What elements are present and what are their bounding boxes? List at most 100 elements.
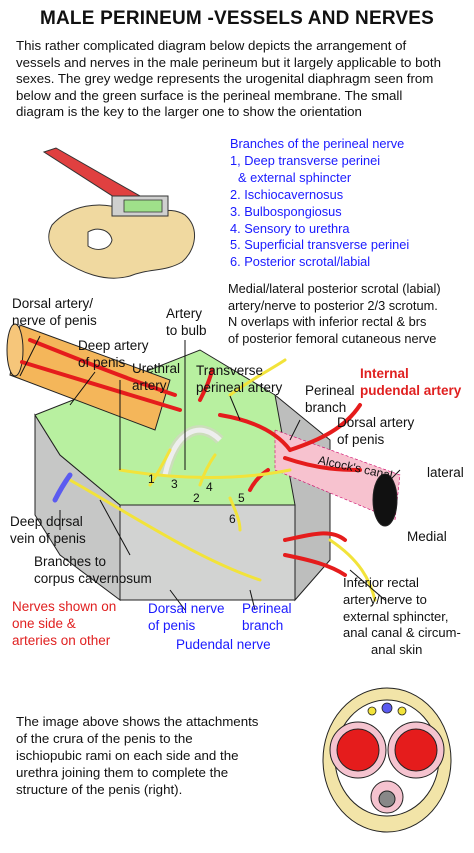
label-line: corpus cavernosum (34, 571, 152, 586)
penis-end (6, 323, 24, 377)
branch-list-heading: Branches of the perineal nerve (230, 136, 405, 151)
intro-line: This rather complicated diagram below de… (16, 38, 407, 53)
anal-canal (372, 473, 398, 527)
label-line: Artery (166, 306, 203, 321)
perineal-branch-bottom-label: Perineal branch (242, 600, 292, 634)
label-line: of penis (337, 432, 385, 447)
label-line: perineal artery (196, 380, 283, 395)
nerves-shown-label: Nerves shown on one side & arteries on o… (12, 598, 116, 649)
internal-pudendal-artery-label: Internal pudendal artery (360, 365, 461, 399)
pudendal-nerve-label: Pudendal nerve (176, 637, 271, 652)
urethra-lumen (162, 427, 222, 476)
spongiosum-lumen (378, 790, 396, 808)
label-line: anal skin (371, 642, 423, 658)
label-line: to bulb (166, 323, 207, 338)
bottom-line: of the crura of the penis to the (16, 731, 193, 746)
label-line: Dorsal artery/ (12, 296, 94, 311)
label-line: anal canal & circum- (343, 625, 461, 641)
number-label: 4 (206, 480, 213, 494)
label-line: artery/nerve to (343, 591, 427, 607)
deep-artery-line (20, 360, 182, 412)
label-line: vein of penis (10, 531, 86, 546)
label-line: Deep artery (78, 338, 149, 353)
urethral-artery-label: Urethral artery (132, 360, 180, 394)
red-small-2 (198, 368, 214, 402)
dorsal-nerve-label: Dorsal nerve of penis (148, 600, 225, 634)
deep-dorsal-vein-label: Deep dorsal vein of penis (10, 513, 86, 547)
number-label: 2 (193, 491, 200, 505)
deep-artery-label: Deep artery of penis (78, 337, 149, 371)
inferior-rectal-label: Inferior rectal artery/nerve to external… (343, 575, 461, 659)
label-line: external sphincter, (343, 608, 449, 624)
branch-item: 4. Sensory to urethra (230, 220, 350, 236)
pudendal-nerve-line (228, 358, 287, 397)
nerves (68, 358, 377, 602)
internal-pudendal-line (288, 403, 362, 452)
intro-line: below and the green surface is the perin… (16, 87, 403, 103)
arteries (20, 338, 362, 577)
pointer (69, 371, 96, 406)
main-trunk (218, 413, 292, 452)
bottom-line: structure of the penis (right). (16, 782, 183, 797)
branch-item: 2. Ischiocavernosus (230, 186, 344, 202)
intro-line: vessels and nerves in the male perineum … (16, 54, 442, 70)
branch-item: 6. Posterior scrotal/labial (230, 254, 371, 270)
bottom-line: The image above shows the attachments (16, 714, 259, 729)
dorsal-artery-line (28, 338, 177, 397)
label-line: Perineal (242, 601, 292, 616)
label-line: Urethral (132, 361, 181, 376)
number-label: 6 (229, 512, 236, 526)
label-line: pudendal artery (360, 383, 462, 398)
intro-line: sexes. The grey wedge represents the uro… (16, 71, 434, 86)
label-line: Nerves shown on (12, 599, 117, 614)
perineal-branch-artery (283, 456, 362, 472)
note-line: Medial/lateral posterior scrotal (labial… (228, 281, 441, 296)
bottom-paragraph: The image above shows the attachments of… (16, 713, 326, 798)
note-line: artery/nerve to posterior 2/3 scrotum. (228, 297, 438, 313)
perineal-branch-list: Branches of the perineal nerve 1, Deep t… (230, 136, 409, 271)
dorsal-artery-right-label: Dorsal artery of penis (337, 414, 414, 448)
label-line: of penis (148, 618, 196, 633)
label-line: nerve of penis (12, 313, 97, 328)
label-line: Deep dorsal (10, 514, 83, 529)
corpus-right-inner (394, 728, 438, 772)
page-title: MALE PERINEUM -VESSELS AND NERVES (39, 8, 435, 29)
perineal-nerve-line (118, 468, 292, 479)
label-line: Perineal (305, 383, 355, 398)
key-bone-hole (87, 228, 113, 250)
inferior-rectal-artery-1 (283, 531, 347, 542)
inferior-rectal-artery-2 (283, 553, 347, 577)
branches-corpus-label: Branches to corpus cavernosum (34, 553, 152, 587)
number-label: 5 (238, 491, 245, 505)
dorsal-nerve-dot-left (367, 706, 377, 716)
branch-item: 3. Bulbospongiosus (230, 203, 342, 219)
pointer (99, 499, 131, 556)
transverse-perineal-artery-label: Transverse perineal artery (196, 362, 282, 396)
note-line: of posterior femoral cutaneous nerve (228, 330, 437, 346)
label-line: one side & (12, 616, 76, 631)
label-line: Dorsal artery (337, 415, 415, 430)
penis-cross-section (322, 687, 452, 833)
pointer (229, 395, 241, 421)
label-line: arteries on other (12, 633, 111, 648)
label-line: Internal (360, 366, 409, 381)
label-line: artery (132, 378, 167, 393)
deep-dorsal-vein-line (52, 472, 73, 503)
branch-item: & external sphincter (238, 169, 352, 185)
pointer (389, 469, 401, 481)
note-line: N overlaps with inferior rectal & brs (228, 314, 427, 330)
label-line: Dorsal nerve (148, 601, 225, 616)
intro-paragraph: This rather complicated diagram below de… (16, 38, 462, 121)
medial-label: Medial (407, 529, 447, 544)
perineal-membrane (34, 349, 296, 506)
key-diagram (42, 147, 195, 279)
dorsal-artery-nerve-label: Dorsal artery/ nerve of penis (12, 295, 97, 329)
nerve-branch-1 (148, 448, 172, 487)
nerve-branch-3 (228, 496, 242, 532)
pointer (169, 589, 186, 611)
pointer (349, 569, 386, 601)
label-line: branch (242, 618, 284, 633)
number-label: 3 (171, 477, 178, 491)
number-label: 1 (148, 472, 155, 486)
